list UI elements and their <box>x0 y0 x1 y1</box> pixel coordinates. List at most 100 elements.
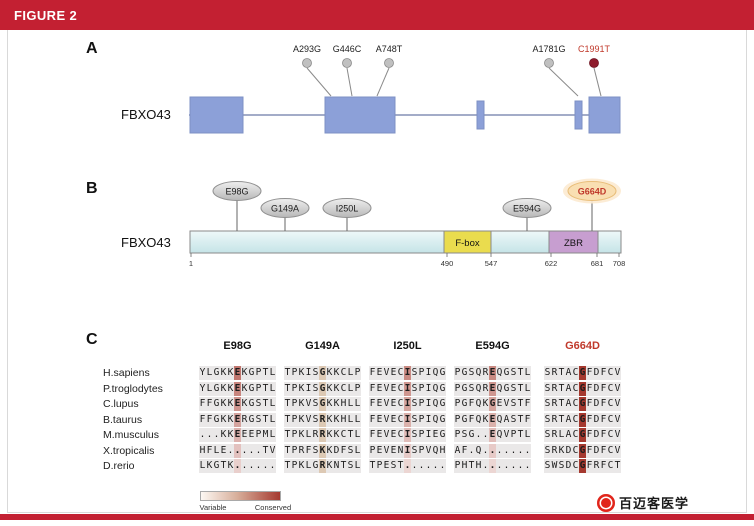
residue-cell: Q <box>496 366 503 380</box>
residue-cell: I <box>425 412 432 427</box>
residue-cell: S <box>255 397 262 411</box>
residue-cell: N <box>397 443 404 458</box>
residue-cell: P <box>291 428 298 442</box>
residue-cell: . <box>524 443 531 458</box>
residue-cell: P <box>418 412 425 427</box>
residue-cell: Q <box>496 381 503 396</box>
residue-cell: L <box>347 397 354 411</box>
residue-cell: C <box>607 412 614 427</box>
residue-cell: F <box>206 412 213 427</box>
residue-cell: G <box>213 366 220 380</box>
residue-cell: E <box>376 397 383 411</box>
residue-cell: C <box>607 397 614 411</box>
residue-cell: R <box>319 428 326 442</box>
residue-cell: C <box>572 366 579 380</box>
residue-cell: . <box>432 459 439 473</box>
residue-cell: V <box>614 428 621 442</box>
residue-cell: G <box>319 397 326 411</box>
residue-cell: K <box>227 397 234 411</box>
residue-cell: E <box>376 366 383 380</box>
residue-cell: C <box>572 381 579 396</box>
residue-cell: F <box>340 443 347 458</box>
residue-cell: S <box>312 412 319 427</box>
residue-cell: F <box>600 366 607 380</box>
residue-cell: G <box>461 397 468 411</box>
residue-cell: S <box>411 412 418 427</box>
residue-cell: S <box>510 397 517 411</box>
species-name: B.taurus <box>103 413 143 426</box>
species-name: H.sapiens <box>103 367 150 379</box>
residue-cell: T <box>558 366 565 380</box>
residue-cell: R <box>551 412 558 427</box>
residue-cell: T <box>262 381 269 396</box>
residue-cell: K <box>241 397 248 411</box>
residue-cell: R <box>551 428 558 442</box>
residue-cell: R <box>241 412 248 427</box>
residue-cell: . <box>475 428 482 442</box>
residue-cell: V <box>614 412 621 427</box>
residue-cell: E <box>376 443 383 458</box>
residue-cell: T <box>614 459 621 473</box>
residue-cell: K <box>206 459 213 473</box>
residue-cell: . <box>206 428 213 442</box>
residue-cell: Q <box>475 381 482 396</box>
residue-cell: G <box>213 381 220 396</box>
residue-cell: V <box>614 381 621 396</box>
residue-cell: T <box>347 428 354 442</box>
residue-cell: C <box>607 428 614 442</box>
residue-cell: S <box>347 459 354 473</box>
residue-cell: I <box>425 428 432 442</box>
residue-cell: C <box>607 443 614 458</box>
residue-cell: . <box>524 459 531 473</box>
residue-cell: L <box>558 428 565 442</box>
residue-cell: P <box>454 428 461 442</box>
residue-cell: G <box>579 459 586 473</box>
residue-cell: E <box>234 366 241 380</box>
residue-cell: L <box>354 459 361 473</box>
residue-cell: F <box>206 397 213 411</box>
residue-cell: E <box>489 366 496 380</box>
residue-cell: Q <box>496 428 503 442</box>
residue-cell: . <box>213 428 220 442</box>
residue-cell: S <box>468 366 475 380</box>
residue-cell: E <box>496 397 503 411</box>
residue-cell: G <box>248 381 255 396</box>
residue-cell: P <box>291 366 298 380</box>
residue-cell: P <box>255 366 262 380</box>
residue-cell: L <box>305 428 312 442</box>
residue-cell: . <box>496 443 503 458</box>
residue-cell: K <box>298 428 305 442</box>
residue-cell: . <box>262 459 269 473</box>
residue-cell: Q <box>432 443 439 458</box>
residue-cell: F <box>586 428 593 442</box>
residue-cell: R <box>482 381 489 396</box>
residue-cell: V <box>305 397 312 411</box>
residue-cell: . <box>241 459 248 473</box>
residue-cell: P <box>354 366 361 380</box>
residue-cell: G <box>439 366 446 380</box>
residue-cell: S <box>558 459 565 473</box>
residue-cell: F <box>586 381 593 396</box>
residue-cell: G <box>579 381 586 396</box>
residue-cell: S <box>544 366 551 380</box>
residue-cell: T <box>284 428 291 442</box>
residue-cell: P <box>418 381 425 396</box>
residue-cell: H <box>475 459 482 473</box>
residue-cell: G <box>213 397 220 411</box>
residue-cell: A <box>565 381 572 396</box>
residue-cell: F <box>199 412 206 427</box>
residue-cell: P <box>418 443 425 458</box>
residue-cell: K <box>298 366 305 380</box>
residue-cell: P <box>291 443 298 458</box>
residue-cell: E <box>376 381 383 396</box>
residue-cell: G <box>248 397 255 411</box>
residue-cell: A <box>565 397 572 411</box>
residue-cell: K <box>220 428 227 442</box>
